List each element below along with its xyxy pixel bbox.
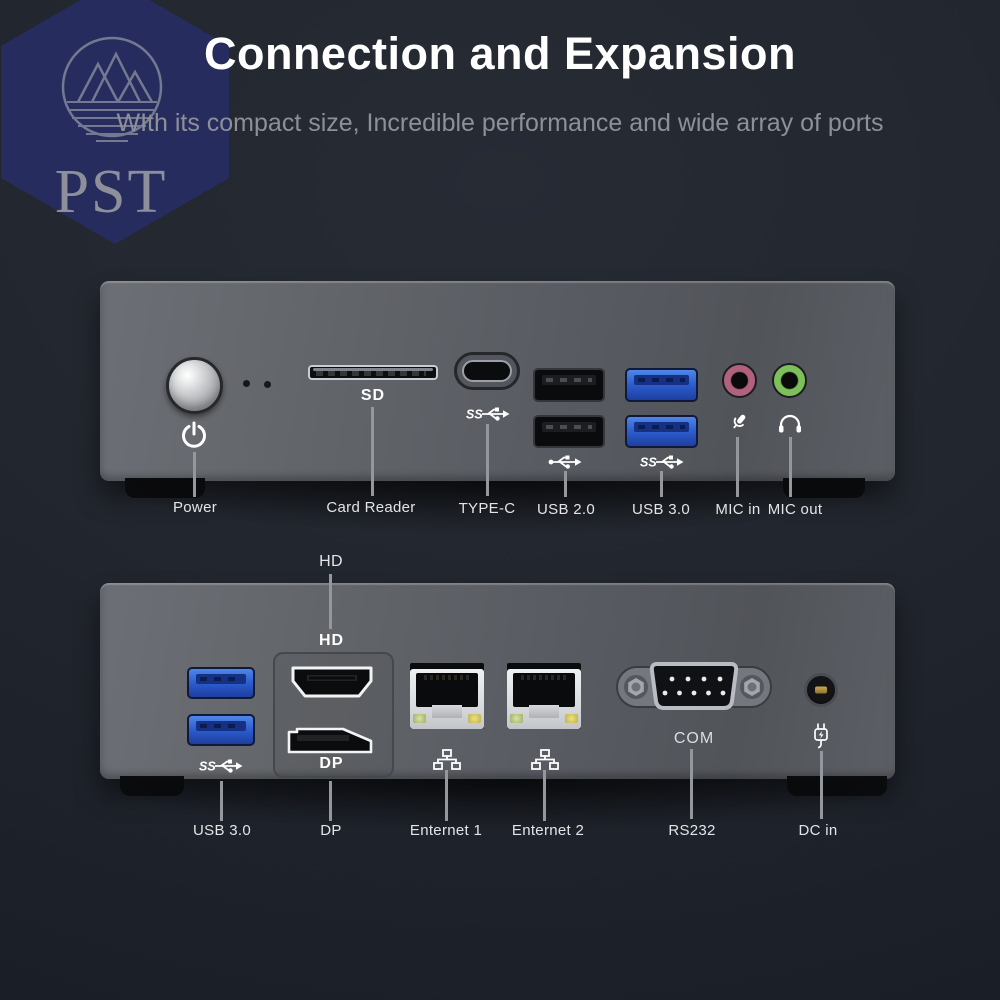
activity-led (565, 714, 578, 723)
rj45-tab (432, 705, 462, 718)
usb-tongue (634, 422, 689, 432)
ss-label: SS (466, 408, 483, 422)
ethernet-icon (433, 749, 461, 770)
mic-hole-dot (264, 381, 271, 388)
label-usb3: USB 3.0 (632, 501, 690, 518)
usb3-ss-icon: SS (640, 455, 684, 470)
label-mic-in: MIC in (715, 501, 761, 518)
front-device: SD SS (100, 281, 895, 498)
label-hd-callout: HD (319, 553, 343, 570)
ss-label: SS (640, 456, 657, 470)
device-foot (783, 478, 865, 498)
label-usb3-rear: USB 3.0 (193, 822, 251, 839)
leader-line-usb3-rear (220, 781, 223, 821)
usb3-port-bottom (625, 415, 698, 448)
usb3-port-top (625, 368, 698, 402)
microphone-icon (733, 414, 746, 429)
leader-line-usb2 (564, 471, 567, 497)
dc-pin (815, 686, 827, 694)
rj45-window (513, 673, 575, 707)
mic-in-jack (722, 363, 757, 398)
dp-port (287, 727, 373, 754)
leader-line-eth2 (543, 770, 546, 821)
usb2-trident-icon (548, 455, 582, 469)
mic-hole-dot (243, 380, 250, 387)
screw-left (624, 675, 648, 699)
usb-c-slot (462, 360, 512, 382)
label-eth2: Enternet 2 (511, 822, 585, 839)
power-icon (182, 421, 206, 448)
usb3-ss-icon: SS (199, 759, 243, 774)
leader-line-type-c (486, 424, 489, 496)
screw-right (740, 675, 764, 699)
usb-tongue (196, 674, 246, 684)
usb3-ss-icon: SS (466, 407, 510, 422)
leader-line-usb3 (660, 471, 663, 497)
usb-c-port (454, 352, 520, 390)
logo-text: PST (55, 158, 168, 226)
sd-card-slot (308, 365, 438, 380)
ethernet-port-1 (410, 663, 484, 729)
leader-line-eth1 (445, 770, 448, 821)
leader-line-dc-in (820, 751, 823, 819)
label-type-c: TYPE-C (458, 500, 516, 517)
leader-line-mic-in (736, 437, 739, 497)
label-dp: DP (320, 822, 342, 839)
hdmi-port (291, 666, 373, 698)
label-card-reader: Card Reader (326, 499, 416, 516)
mountain-lake-icon (61, 36, 163, 142)
label-rs232: RS232 (668, 822, 716, 839)
mic-out-jack (772, 363, 807, 398)
usb2-port-top (533, 368, 605, 402)
power-button (166, 357, 223, 414)
dc-in-jack (804, 673, 838, 707)
brand-logo: PST (1, 0, 229, 244)
sd-mark: SD (360, 387, 386, 404)
usb2-port-bottom (533, 415, 605, 448)
label-usb2: USB 2.0 (537, 501, 595, 518)
label-eth1: Enternet 1 (409, 822, 483, 839)
leader-line-dp (329, 781, 332, 821)
rj45-tab (529, 705, 559, 718)
headphone-icon (779, 414, 801, 433)
leader-line-rs232 (690, 749, 693, 819)
com-serial-port (616, 662, 772, 710)
leader-line-power (193, 452, 196, 497)
label-mic-out: MIC out (767, 501, 823, 518)
ethernet-icon (531, 749, 559, 770)
usb-tongue (196, 721, 246, 731)
page-subtitle: WIth its compact size, Incredible perfor… (116, 109, 884, 137)
hd-mark: HD (318, 632, 345, 649)
device-foot (787, 776, 887, 796)
activity-led (468, 714, 481, 723)
dp-mark: DP (319, 755, 344, 772)
power-plug-icon (814, 723, 828, 749)
usb-tongue (634, 375, 689, 385)
label-power: Power (172, 499, 218, 516)
label-dc-in: DC in (798, 822, 838, 839)
device-foot (120, 776, 184, 796)
ss-label: SS (199, 760, 216, 774)
leader-line-mic-out (789, 437, 792, 497)
leader-line-card-reader (371, 407, 374, 496)
com-mark: COM (673, 730, 715, 747)
usb-tongue (542, 375, 596, 385)
logo-hexagon (1, 0, 229, 244)
page-title: Connection and Expansion (203, 28, 797, 79)
rear-device: SS HD DP (100, 583, 895, 796)
leader-line-hd (329, 574, 332, 629)
usb-tongue (542, 422, 596, 432)
usb3-port-bottom (187, 714, 255, 746)
usb3-port-top (187, 667, 255, 699)
link-led (510, 714, 523, 723)
rj45-window (416, 673, 478, 707)
link-led (413, 714, 426, 723)
ethernet-port-2 (507, 663, 581, 729)
